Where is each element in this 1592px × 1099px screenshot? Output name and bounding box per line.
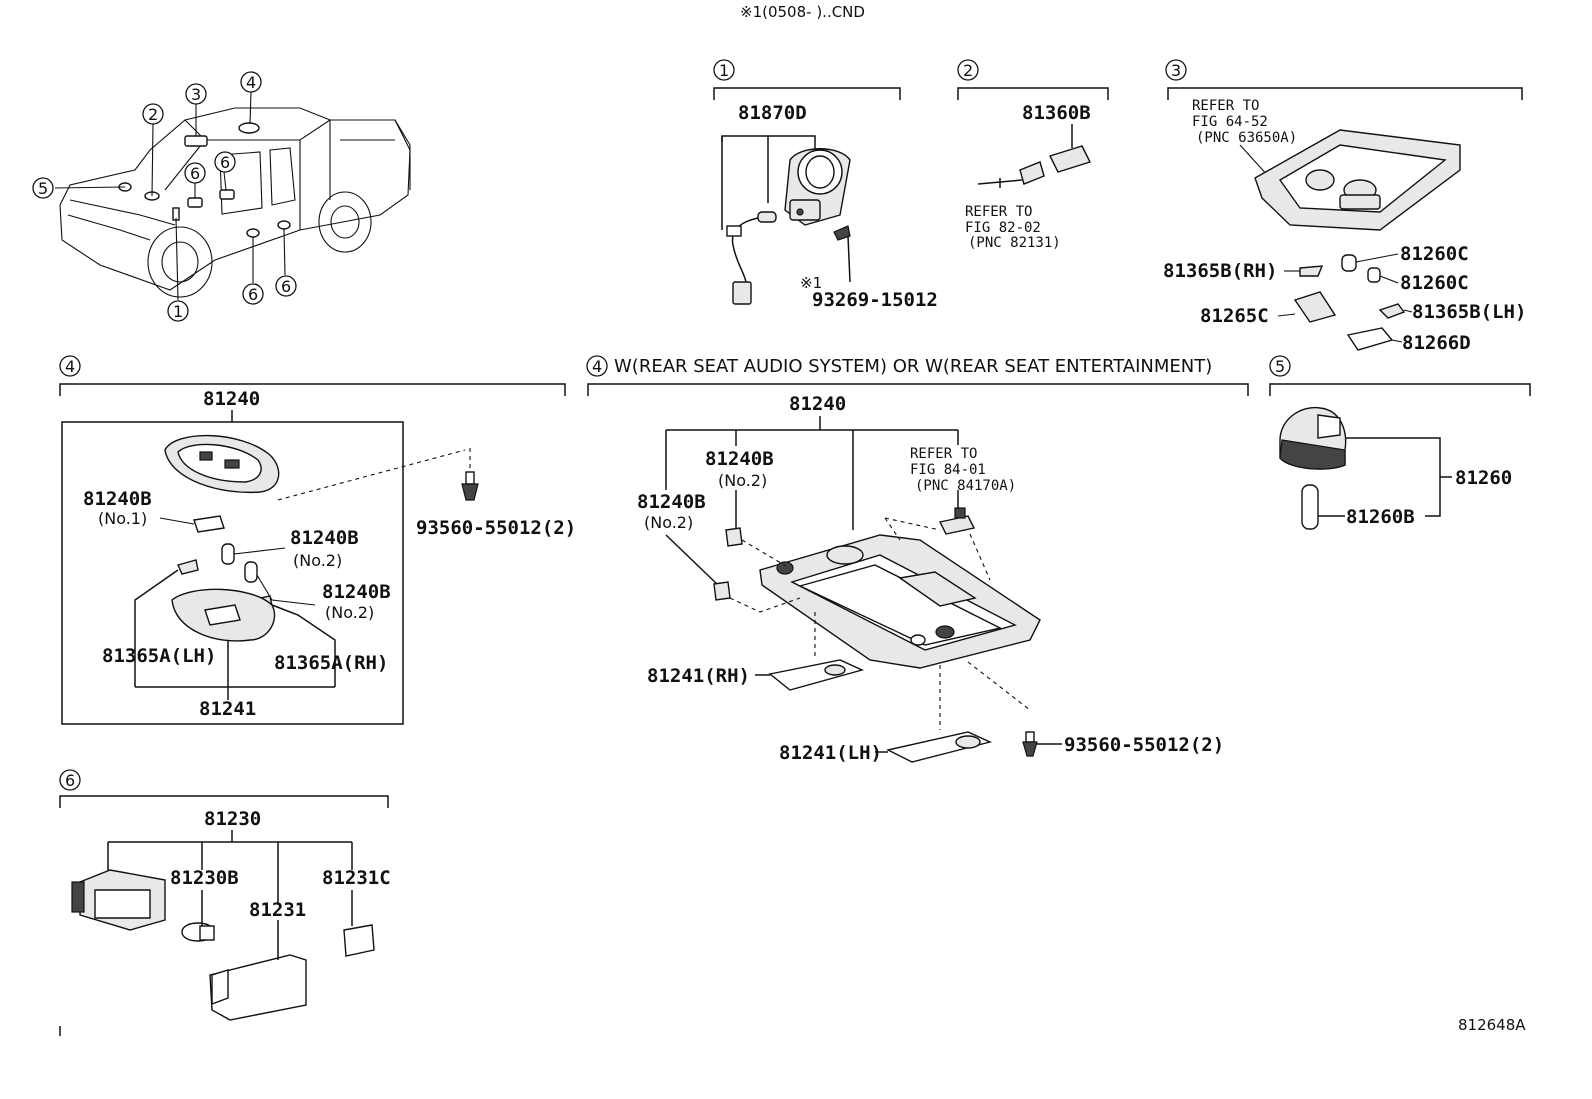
- section-3: 3 REFER TO FIG 64-52 (PNC 63650A) 81260C…: [1163, 59, 1526, 354]
- s3-part-81260c-b: 81260C: [1400, 272, 1469, 294]
- s3-part-81260c-a: 81260C: [1400, 243, 1469, 265]
- s4b-part-81240b-b-sub: (No.2): [644, 513, 693, 532]
- s1-note-mark: ※1: [800, 274, 822, 292]
- s3-part-81365b-rh: 81365B(RH): [1163, 260, 1277, 282]
- s2-ref-line2: FIG 82-02: [965, 220, 1041, 236]
- s4a-lamp-housing: [164, 434, 280, 494]
- s2-bulb-socket: [977, 145, 1091, 188]
- s4b-console-assembly: [759, 534, 1041, 669]
- section-1-number: 1: [719, 61, 729, 80]
- s4a-part-81240b-no2b: 81240B: [322, 581, 391, 603]
- s4a-part-81365a-rh: 81365A(RH): [274, 652, 388, 674]
- s4a-part-81240b-no2a: 81240B: [290, 527, 359, 549]
- section-4a-number: 4: [65, 357, 75, 376]
- s6-part-81230b: 81230B: [170, 867, 239, 889]
- s4a-part-81240: 81240: [203, 388, 260, 410]
- section-5: 5 81260 81260B: [1269, 355, 1531, 530]
- s4b-part-81240b-b: 81240B: [637, 491, 706, 513]
- s4b-screw: [1022, 731, 1038, 757]
- s3-ref-line1: REFER TO: [1192, 98, 1259, 114]
- section-6: 6 81230 81230B 81231 81231C: [59, 769, 391, 1021]
- section-2-number: 2: [963, 61, 973, 80]
- s4a-lens: [171, 588, 276, 642]
- s4b-part-81240b-a-sub: (No.2): [718, 471, 767, 490]
- section-6-number: 6: [65, 771, 75, 790]
- s2-ref-line1: REFER TO: [965, 204, 1032, 220]
- vehicle-callout-6a: 6: [220, 153, 230, 172]
- s4a-part-81240b-no2a-sub: (No.2): [293, 551, 342, 570]
- s2-ref-line3: (PNC 82131): [968, 235, 1061, 251]
- s4b-part-screw: 93560-55012(2): [1064, 734, 1224, 756]
- s4b-part-81240: 81240: [789, 393, 846, 415]
- s3-part-81365b-lh: 81365B(LH): [1412, 301, 1526, 323]
- vehicle-callout-1: 1: [173, 302, 183, 321]
- s1-screw: [833, 225, 851, 283]
- vehicle-callout-3: 3: [191, 85, 201, 104]
- s4a-part-screw: 93560-55012(2): [416, 517, 576, 539]
- s3-ref-line3: (PNC 63650A): [1196, 130, 1297, 146]
- s3-ref-line2: FIG 64-52: [1192, 114, 1268, 130]
- s4b-connector: [938, 507, 976, 535]
- s4a-frame: [61, 421, 404, 725]
- s6-lens: [209, 954, 307, 1021]
- vehicle-callout-2: 2: [148, 105, 158, 124]
- s1-part-93269-15012: 93269-15012: [812, 289, 938, 311]
- section-2: 2 81360B REFER TO FIG 82-02 (PNC 82131): [957, 59, 1109, 251]
- s4a-part-81240b-no1-sub: (No.1): [98, 509, 147, 528]
- s4b-part-81240b-a: 81240B: [705, 448, 774, 470]
- s4a-part-81365a-lh: 81365A(LH): [102, 645, 216, 667]
- s1-lamp-assembly: [726, 148, 851, 305]
- section-4-standard: 4 81240 93560-55012(2): [59, 355, 576, 725]
- s2-part-81360b: 81360B: [1022, 102, 1091, 124]
- section-4b-number: 4: [592, 357, 602, 376]
- s4a-part-81241: 81241: [199, 698, 256, 720]
- s6-part-81230: 81230: [204, 808, 261, 830]
- s4b-ref-line1: REFER TO: [910, 446, 977, 462]
- figure-code: 812648A: [1458, 1016, 1526, 1034]
- s5-bulb: [1301, 484, 1319, 530]
- vehicle-callout-6d: 6: [281, 277, 291, 296]
- s4a-part-81240b-no2b-sub: (No.2): [325, 603, 374, 622]
- section-1: 1 81870D ※1 93269-15012: [713, 59, 938, 311]
- s4a-screw: [461, 471, 479, 501]
- s6-part-81231c: 81231C: [322, 867, 391, 889]
- s6-clip: [343, 924, 375, 957]
- s5-part-81260b: 81260B: [1346, 506, 1415, 528]
- vehicle-callout-5: 5: [38, 179, 48, 198]
- s3-console-assembly: [1254, 129, 1461, 231]
- vehicle-callout-4: 4: [246, 73, 256, 92]
- s3-part-81266d: 81266D: [1402, 332, 1471, 354]
- s3-part-81265c: 81265C: [1200, 305, 1269, 327]
- s4b-lens-rh: [768, 659, 865, 691]
- s4b-ref-line2: FIG 84-01: [910, 462, 986, 478]
- s4b-ref-line3: (PNC 84170A): [915, 478, 1016, 494]
- section-3-number: 3: [1171, 61, 1181, 80]
- s4b-part-81241-rh: 81241(RH): [647, 665, 750, 687]
- vehicle-callout-6c: 6: [248, 285, 258, 304]
- s5-part-81260: 81260: [1455, 467, 1512, 489]
- section-5-number: 5: [1275, 357, 1285, 376]
- s1-part-81870d: 81870D: [738, 102, 807, 124]
- vehicle-callout-6b: 6: [190, 164, 200, 183]
- s3-small-parts: [1293, 254, 1406, 351]
- s6-part-81231: 81231: [249, 899, 306, 921]
- s4b-bulbs: [713, 527, 743, 601]
- s4b-title: W(REAR SEAT AUDIO SYSTEM) OR W(REAR SEAT…: [614, 356, 1212, 377]
- s6-lamp-housing: [71, 869, 166, 931]
- vehicle-overview: 5 2 3 4 6 6 1 6 6: [32, 71, 411, 322]
- s4b-lens-lh: [885, 731, 993, 763]
- truck-drawing: [59, 107, 411, 298]
- s4b-part-81241-lh: 81241(LH): [779, 742, 882, 764]
- s5-lamp: [1279, 406, 1347, 470]
- s4a-part-81240b-no1: 81240B: [83, 488, 152, 510]
- header-note: ※1(0508- )..CND: [740, 3, 865, 21]
- section-4-rear-seat: 4 W(REAR SEAT AUDIO SYSTEM) OR W(REAR SE…: [586, 355, 1249, 764]
- s6-bulb: [181, 922, 215, 942]
